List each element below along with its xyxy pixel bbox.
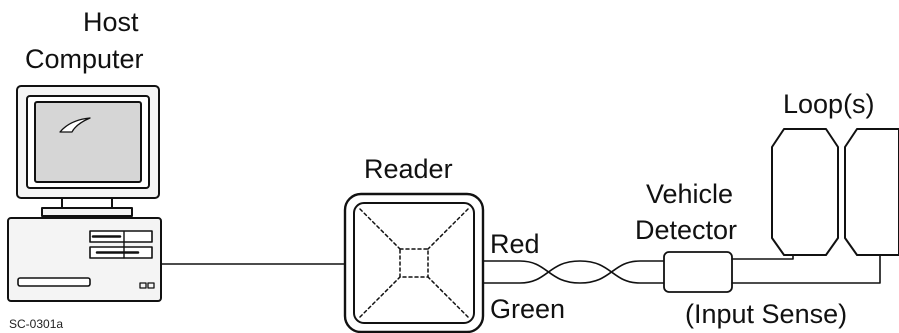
- input-sense-label: (Input Sense): [685, 299, 848, 329]
- computer-icon: [7, 85, 162, 302]
- red-wire-label: Red: [490, 229, 540, 259]
- loop-wires: [731, 251, 881, 284]
- reader-label: Reader: [364, 154, 453, 184]
- loops-label: Loop(s): [783, 89, 875, 119]
- figure-id-label: SC-0301a: [9, 317, 64, 331]
- vehicle-detector-box: [663, 251, 733, 293]
- loop-right: [844, 128, 899, 256]
- host-label-line1: Host: [83, 7, 139, 37]
- reader-icon: [343, 192, 485, 333]
- vehicle-label-line1: Vehicle: [646, 179, 734, 209]
- loop-left: [771, 128, 839, 256]
- vehicle-label-line2: Detector: [635, 215, 738, 245]
- green-wire-label: Green: [490, 294, 566, 324]
- twisted-pair-cable: [482, 260, 665, 284]
- host-label-line2: Computer: [25, 44, 144, 74]
